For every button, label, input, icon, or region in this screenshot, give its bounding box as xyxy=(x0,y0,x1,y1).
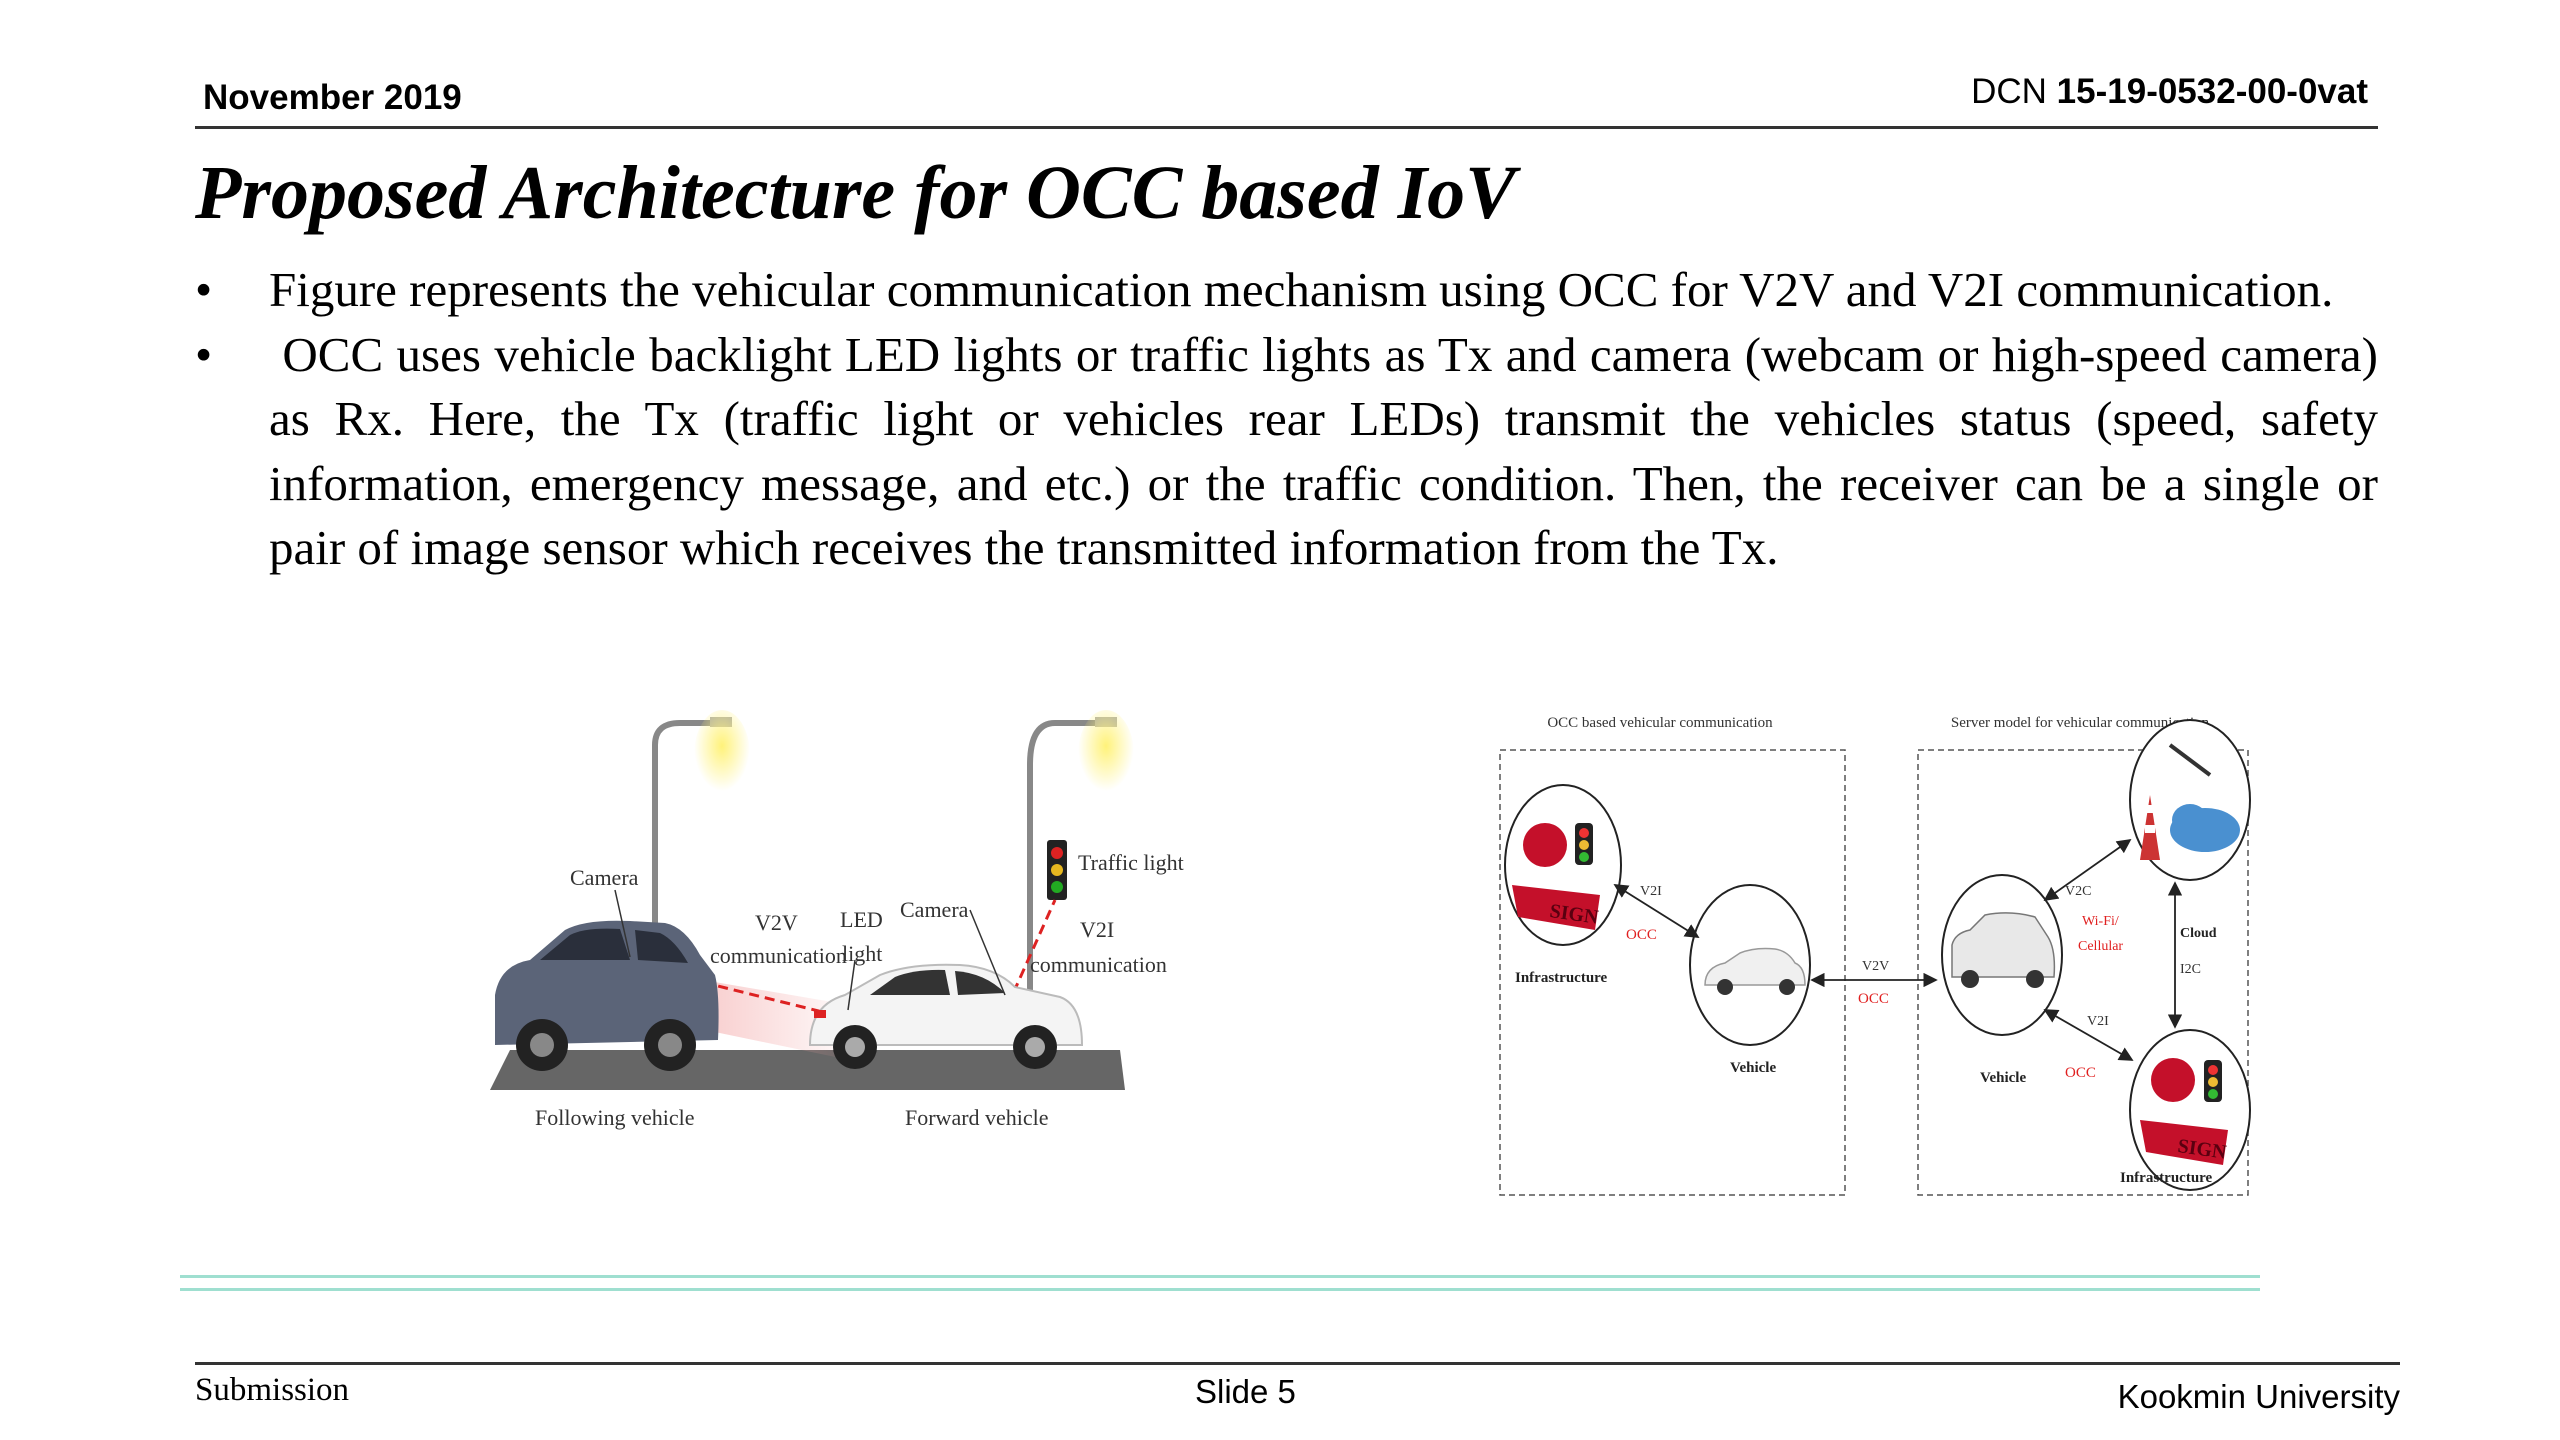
label-v2v-2: communication xyxy=(710,943,847,968)
label-v2c: V2C xyxy=(2065,884,2091,899)
label-infrastructure-left: Infrastructure xyxy=(1515,970,1608,986)
label-i2c: I2C xyxy=(2180,962,2201,977)
label-led-1: LED xyxy=(840,907,883,932)
label-wifi: Wi-Fi/ xyxy=(2082,914,2119,929)
decorative-rule-bottom xyxy=(180,1288,2260,1291)
infrastructure-right-node: SIGN xyxy=(2129,1029,2251,1191)
label-camera-left: Camera xyxy=(570,865,639,890)
label-v2v-1: V2V xyxy=(755,910,798,935)
bullet-dot: • xyxy=(195,326,213,382)
label-cellular: Cellular xyxy=(2078,939,2123,954)
bullet-text: Figure represents the vehicular communic… xyxy=(269,262,2334,317)
road-shape xyxy=(490,1050,1125,1090)
panel-left-title: OCC based vehicular communication xyxy=(1547,715,1773,731)
occ-network-diagram: OCC based vehicular communication Server… xyxy=(1499,715,2251,1196)
following-vehicle-car xyxy=(495,920,719,1071)
label-camera-right: Camera xyxy=(900,897,969,922)
label-led-2: light xyxy=(842,941,882,966)
header-date: November 2019 xyxy=(203,78,462,117)
dcn-number: 15-19-0532-00-0vat xyxy=(2056,72,2368,111)
slide-title: Proposed Architecture for OCC based IoV xyxy=(195,151,1516,235)
label-traffic-light: Traffic light xyxy=(1078,850,1184,875)
header-divider xyxy=(195,126,2378,129)
panel-left-box xyxy=(1499,749,1846,1196)
label-occ-left: OCC xyxy=(1626,927,1657,943)
v2v-v2i-scene-figure: Camera V2V communication LED light Camer… xyxy=(490,710,1184,1130)
label-cloud: Cloud xyxy=(2180,926,2217,941)
vehicle-right-node xyxy=(1941,874,2063,1036)
footer-divider xyxy=(195,1362,2400,1365)
label-vehicle-left: Vehicle xyxy=(1730,1060,1776,1076)
label-occ-right: OCC xyxy=(2065,1065,2096,1081)
label-vehicle-right: Vehicle xyxy=(1980,1070,2026,1086)
panel-right-title: Server model for vehicular communication xyxy=(1951,715,2210,731)
infrastructure-left-node: SIGN xyxy=(1504,784,1622,946)
cloud-node xyxy=(2129,719,2251,881)
bullet-item: • OCC uses vehicle backlight LED lights … xyxy=(195,323,2378,581)
vehicle-left-node xyxy=(1689,884,1811,1046)
forward-vehicle-car xyxy=(808,963,1084,1069)
header-dcn: DCN 15-19-0532-00-0vat xyxy=(1971,72,2368,112)
label-v2i-right: V2I xyxy=(2087,1014,2109,1029)
footer-slide-number: Slide 5 xyxy=(1195,1373,1296,1410)
street-lamp-left xyxy=(652,710,750,1035)
bullet-text: OCC uses vehicle backlight LED lights or… xyxy=(269,326,2391,576)
panel-right-box xyxy=(1917,749,2249,1196)
label-occ-mid: OCC xyxy=(1858,991,1889,1007)
bullet-dot: • xyxy=(195,262,213,317)
label-v2i-1: V2I xyxy=(1080,917,1114,942)
label-v2i-2: communication xyxy=(1030,952,1167,977)
footer-organization: Kookmin University xyxy=(2117,1378,2400,1415)
street-lamp-right xyxy=(1027,710,1134,1045)
label-v2i-left: V2I xyxy=(1640,884,1662,899)
dcn-prefix: DCN xyxy=(1971,72,2057,111)
label-following-vehicle: Following vehicle xyxy=(535,1105,694,1130)
footer-submission: Submission xyxy=(195,1372,350,1408)
traffic-light-icon xyxy=(1047,840,1067,900)
decorative-rule-top xyxy=(180,1275,2260,1278)
bullet-list: • Figure represents the vehicular communi… xyxy=(195,258,2378,581)
label-infrastructure-right: Infrastructure xyxy=(2120,1170,2213,1186)
label-v2v: V2V xyxy=(1862,959,1889,974)
label-forward-vehicle: Forward vehicle xyxy=(905,1105,1049,1130)
bullet-item: • Figure represents the vehicular communi… xyxy=(195,258,2378,323)
